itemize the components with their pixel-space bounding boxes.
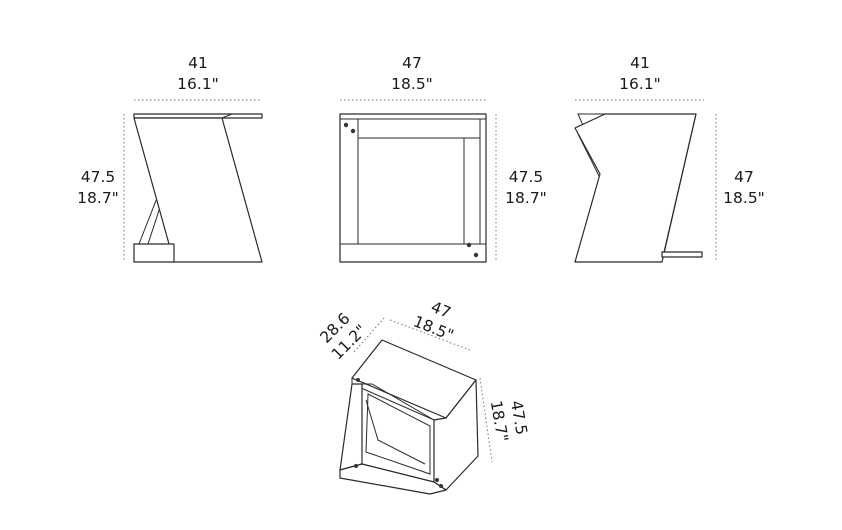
perspective-height-label: 47.5 18.7": [487, 399, 531, 443]
perspective-height-cm: 47.5: [507, 399, 531, 436]
front-left-leg: [339, 118, 359, 245]
left-width-in: 16.1": [177, 75, 219, 93]
left-panel-edge: [221, 113, 233, 119]
front-bottom-plank: [339, 243, 487, 263]
front-table-drawing: [339, 113, 487, 263]
left-main-panel: [133, 117, 263, 263]
front-bolt-icon: [473, 252, 479, 258]
left-height-cm: 47.5: [81, 168, 116, 186]
perspective-bolt-icon: [439, 484, 443, 488]
front-bolt-icon: [350, 128, 356, 134]
right-width-in: 16.1": [619, 75, 661, 93]
front-width-cm: 47: [402, 54, 422, 72]
front-height-cm: 47.5: [509, 168, 544, 186]
perspective-bolt-icon: [354, 464, 358, 468]
perspective-view: 28.6 11.2" 47 18.5" 47.5 18.7": [317, 298, 531, 495]
perspective-left-leg: [339, 383, 363, 471]
left-side-view: 41 16.1" 47.5 18.7": [77, 54, 263, 263]
perspective-depth-label: 28.6 11.2": [317, 310, 371, 364]
right-panel-inner-edge: [663, 113, 697, 253]
right-side-view: 41 16.1" 47 18.5": [574, 54, 765, 263]
front-bolt-icon: [466, 242, 472, 248]
right-base-plank: [661, 251, 703, 258]
left-side-table-drawing: [133, 113, 263, 263]
front-outer-frame: [339, 113, 487, 263]
perspective-table-drawing: [339, 339, 479, 495]
left-base-foot: [133, 243, 175, 263]
perspective-diagonal-strut: [365, 399, 426, 465]
front-bolt-icon: [343, 122, 349, 128]
left-height-in: 18.7": [77, 189, 119, 207]
perspective-bolt-icon: [356, 378, 360, 382]
perspective-inner-frame: [365, 393, 431, 475]
right-main-panel: [574, 113, 697, 263]
perspective-width-in: 18.5": [411, 312, 456, 344]
front-top-rail: [357, 118, 481, 139]
front-height-in: 18.7": [505, 189, 547, 207]
right-height-cm: 47: [734, 168, 754, 186]
perspective-bolt-icon: [435, 478, 439, 482]
right-width-cm: 41: [630, 54, 650, 72]
perspective-width-label: 47 18.5": [411, 298, 456, 345]
front-view: 47 18.5" 47.5 18.7": [339, 54, 547, 263]
right-height-in: 18.5": [723, 189, 765, 207]
left-width-cm: 41: [188, 54, 208, 72]
right-side-table-drawing: [574, 113, 703, 263]
perspective-base-plank: [339, 463, 447, 495]
front-width-in: 18.5": [391, 75, 433, 93]
